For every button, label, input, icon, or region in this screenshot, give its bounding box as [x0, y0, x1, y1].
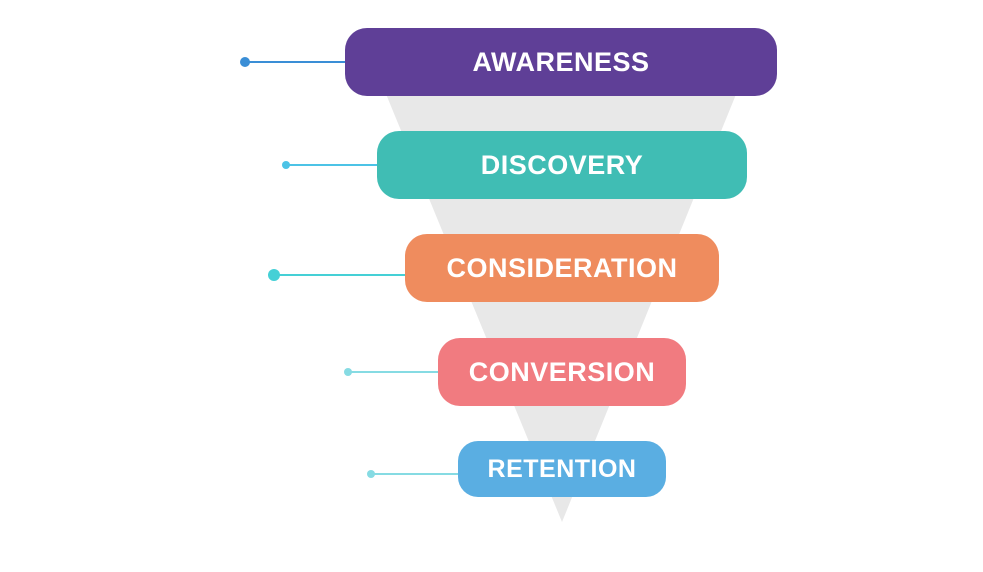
- connector-dot-conversion: [344, 368, 352, 376]
- stage-label-retention: RETENTION: [487, 454, 637, 483]
- connector-line-conversion: [348, 371, 440, 373]
- connector-dot-discovery: [282, 161, 290, 169]
- stage-label-discovery: DISCOVERY: [480, 149, 644, 180]
- connector-line-awareness: [245, 61, 347, 63]
- connector-dot-consideration: [268, 269, 280, 281]
- stage-label-consideration: CONSIDERATION: [446, 252, 678, 283]
- stage-label-awareness: AWARENESS: [472, 46, 650, 77]
- connector-line-discovery: [286, 164, 378, 166]
- stage-label-conversion: CONVERSION: [468, 356, 656, 387]
- stage-consideration: CONSIDERATION: [405, 234, 719, 302]
- connector-dot-retention: [367, 470, 375, 478]
- stage-discovery: DISCOVERY: [377, 131, 747, 199]
- connector-dot-awareness: [240, 57, 250, 67]
- stage-awareness: AWARENESS: [345, 28, 777, 96]
- stage-retention: RETENTION: [458, 441, 666, 497]
- connector-line-consideration: [274, 274, 407, 276]
- stage-conversion: CONVERSION: [438, 338, 686, 406]
- connector-line-retention: [371, 473, 460, 475]
